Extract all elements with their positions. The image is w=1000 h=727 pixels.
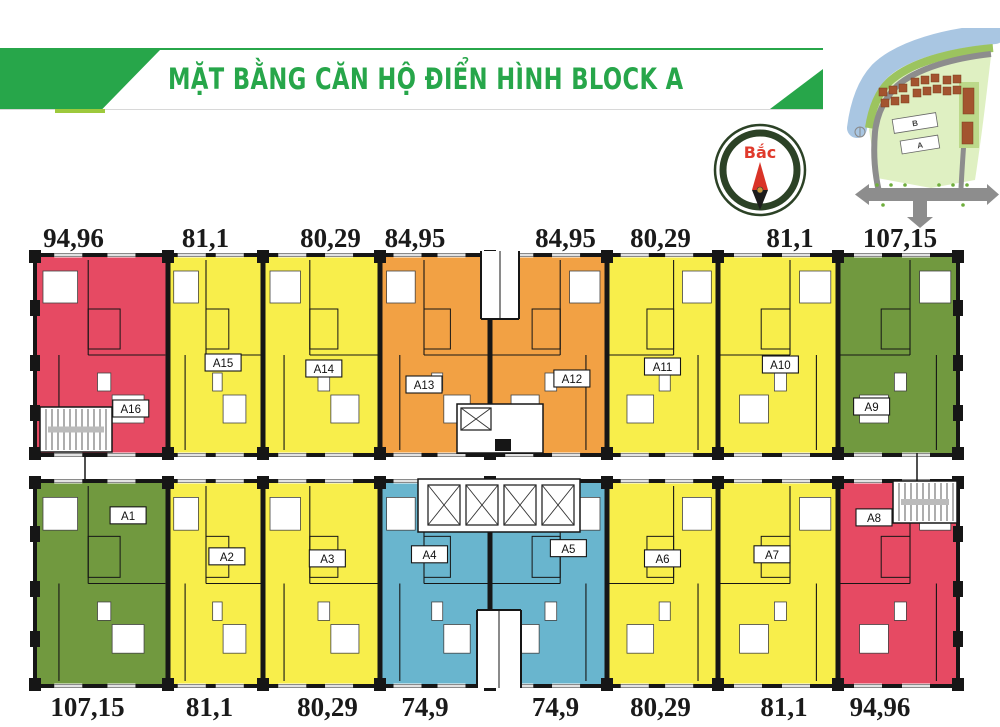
unit-A2-label: A2 [208,547,246,566]
area-label: 74,9 [532,692,579,722]
svg-text:A3: A3 [320,554,334,566]
unit-A14-label: A14 [305,359,343,378]
tower-block-a: A [899,134,941,155]
unit-A15-label: A15 [204,353,242,372]
svg-text:A8: A8 [867,513,881,525]
area-label: 81,1 [760,692,807,722]
area-label: 94,96 [43,223,104,253]
svg-text:A14: A14 [314,364,335,376]
area-label: 80,29 [630,692,691,722]
header-underline [55,109,105,113]
villa-cluster [878,73,975,145]
north-compass-graphic: Bắc [713,123,807,217]
unit-A1-label: A1 [109,506,147,525]
area-label: 80,29 [630,223,691,253]
unit-A13-label: A13 [405,375,443,394]
svg-text:A4: A4 [422,550,437,562]
unit-A10-label: A10 [761,355,799,374]
unit-A8-label: A8 [855,508,893,527]
svg-text:A7: A7 [765,550,779,562]
green-band [865,44,994,129]
svg-text:A1: A1 [121,511,135,523]
svg-text:A2: A2 [220,552,234,564]
svg-text:A9: A9 [865,402,879,414]
trees [875,183,969,207]
svg-text:A16: A16 [121,404,141,416]
area-label: 84,95 [535,223,596,253]
area-label: 84,95 [385,223,446,253]
site-map: B A [843,24,1000,230]
unit-A9-label: A9 [853,397,891,416]
compass-pivot [756,186,764,194]
header-band: MẶT BẰNG CĂN HỘ ĐIỂN HÌNH BLOCK A [0,48,823,113]
unit-A16-label: A16 [112,399,150,418]
area-label: 107,15 [863,223,937,253]
area-label: 107,15 [50,692,124,722]
tower-block-b: B [891,112,939,134]
area-label: 94,96 [850,692,911,722]
unit-A11-label: A11 [643,357,682,376]
north-compass: Bắc [712,122,808,218]
compass-needle-north [752,162,768,190]
unit-A7-label: A7 [753,545,791,564]
area-label: 80,29 [300,223,361,253]
page-title: MẶT BẰNG CĂN HỘ ĐIỂN HÌNH BLOCK A [168,63,829,96]
unit-A5-label: A5 [549,539,587,558]
area-label: 81,1 [182,223,229,253]
svg-text:A15: A15 [213,358,233,370]
ring-road [871,51,992,193]
svg-text:A5: A5 [561,544,575,556]
svg-text:A11: A11 [653,362,673,374]
river-water [847,24,1000,138]
area-label: 74,9 [401,692,448,722]
compass-needle-south [752,190,768,210]
compass-north-label: Bắc [744,143,776,162]
area-label: 81,1 [186,692,233,722]
mini-compass-icon [854,126,866,138]
boulevard [855,184,999,228]
svg-text:A13: A13 [414,380,434,392]
unit-A3-label: A3 [308,549,346,568]
unit-A12-label: A12 [553,369,591,388]
svg-text:A12: A12 [562,374,582,386]
unit-A6-label: A6 [643,549,682,568]
header-accent-shape [0,50,160,109]
site-map-graphic: B A [843,24,1000,230]
unit-A4-label: A4 [410,545,449,564]
block-b-label: B [912,119,919,129]
svg-text:A6: A6 [655,554,669,566]
block-a-label: A [917,141,924,151]
area-label: 80,29 [297,692,358,722]
area-label: 81,1 [766,223,813,253]
page-title-text: MẶT BẰNG CĂN HỘ ĐIỂN HÌNH BLOCK A [168,62,684,96]
svg-text:A10: A10 [770,360,790,372]
